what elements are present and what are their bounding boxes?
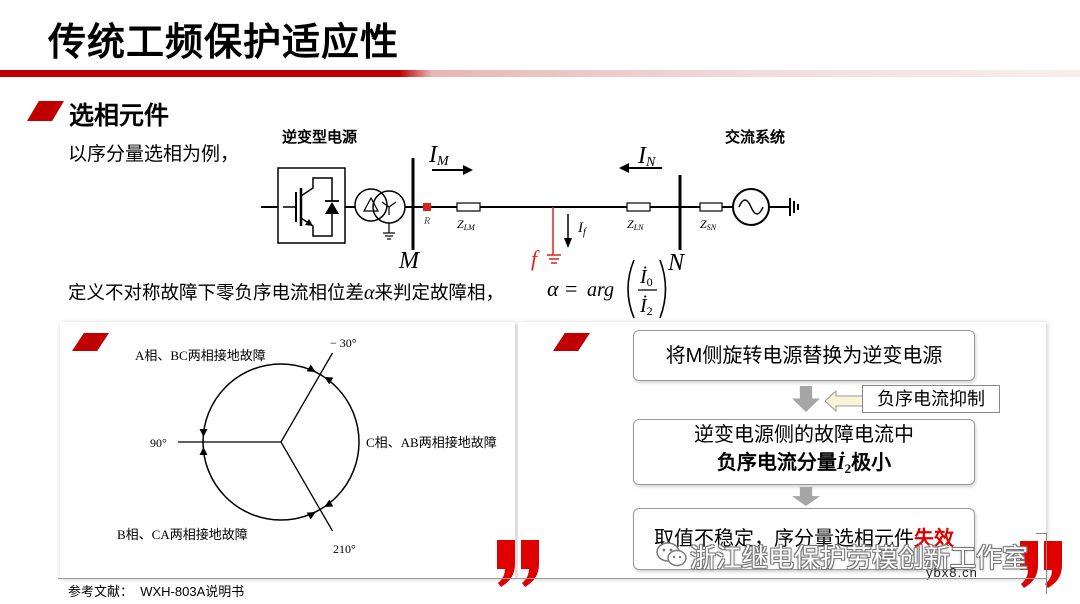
left-panel-marker-icon — [72, 333, 109, 351]
formula-alpha: α — [547, 276, 559, 301]
ac-system-label: 交流系统 — [725, 129, 786, 146]
current-in-arrowhead — [619, 163, 629, 173]
flow-step-2-symbol-sub: 2 — [844, 461, 852, 476]
boundary-line-upper-right — [280, 352, 334, 443]
slide-title: 传统工频保护适应性 — [48, 22, 400, 64]
watermark-site: ybx8.cn — [926, 565, 978, 580]
ac-source-icon — [732, 188, 770, 226]
boundary-arrow-upper-right-a — [306, 364, 316, 372]
impedance-zsn — [699, 202, 723, 212]
relay-label: R — [423, 216, 430, 227]
region-a-label: A相、BC两相接地故障 — [135, 348, 266, 363]
title-stripe — [0, 70, 1080, 77]
wechat-icon — [656, 542, 687, 567]
corner-mark — [1036, 533, 1047, 594]
quote-mark-icon — [497, 540, 539, 587]
fault-ground-icon — [547, 250, 561, 264]
formula-denominator: İ2 — [639, 294, 653, 318]
formula-equals: = — [565, 276, 577, 301]
flow-step-2-prefix: 负序电流分量 — [716, 452, 837, 474]
angle-top-label: − 30° — [330, 336, 357, 350]
impedance-zsn-label: ZSN — [700, 217, 717, 232]
region-c-label: C相、AB两相接地故障 — [366, 435, 497, 450]
flow-step-3: 取值不稳定，序分量选相元件失效 — [633, 508, 975, 570]
flow-step-3-prefix: 取值不稳定，序分量选相元件 — [654, 528, 914, 550]
flow-step-2-suffix: 极小 — [851, 452, 892, 474]
boundary-line-lower-right — [280, 441, 334, 532]
footer-divider — [58, 578, 1046, 579]
boundary-arrow-left-lower — [199, 447, 208, 455]
boundary-arrow-upper-right-b — [324, 377, 334, 385]
fault-label: f — [531, 246, 540, 271]
relay-point — [423, 203, 431, 211]
bus-m-label: M — [398, 248, 421, 274]
flow-step-1: 将M侧旋转电源替换为逆变电源 — [633, 330, 975, 381]
flow-step-2-line1: 逆变电源侧的故障电流中 — [694, 424, 914, 446]
definition-suffix: 来判定故障相， — [374, 282, 505, 303]
left-arrow-icon — [824, 390, 864, 412]
angle-left-label: 90° — [150, 436, 167, 450]
circuit-diagram: R ZLM IM f If ZLN IN ZSN M N — [261, 142, 799, 276]
inverter-icon — [277, 167, 346, 244]
formula-left-paren — [627, 259, 635, 319]
impedance-zlm — [456, 202, 481, 212]
inverter-source-label: 逆变型电源 — [282, 129, 358, 146]
flow-step-2-line2: 负序电流分量İ2极小 — [717, 449, 891, 483]
section-title: 选相元件 — [69, 102, 170, 130]
phase-formula: α = arg İ0 İ2 — [547, 259, 667, 319]
section-marker-icon — [27, 101, 64, 121]
right-panel-marker-icon — [553, 333, 590, 351]
definition-symbol: α — [364, 282, 375, 304]
current-if-arrowhead — [564, 238, 572, 248]
flow-step-2: 逆变电源侧的故障电流中 负序电流分量İ2极小 — [633, 419, 975, 485]
impedance-zln — [626, 202, 651, 212]
definition-prefix: 定义不对称故障下零负序电流相位差 — [68, 282, 365, 303]
impedance-zlm-label: ZLM — [457, 217, 476, 232]
boundary-arrow-left-upper — [199, 429, 208, 437]
quote-mark-icon — [1020, 541, 1062, 588]
current-im-arrowhead — [463, 165, 473, 175]
angle-bottom-label: 210° — [333, 542, 356, 556]
reference-text: 参考文献： WXH-803A说明书 — [68, 584, 245, 599]
current-im-label: IM — [428, 142, 450, 169]
formula-func: arg — [587, 279, 614, 301]
region-b-label: B相、CA两相接地故障 — [117, 527, 248, 542]
flow-step-3-text: 取值不稳定，序分量选相元件失效 — [654, 525, 954, 553]
current-if-label: If — [577, 220, 587, 238]
flow-step-1-text: 将M侧旋转电源替换为逆变电源 — [665, 344, 943, 367]
intro-text: 以序分量选相为例， — [68, 144, 240, 165]
phasor-diagram: A相、BC两相接地故障 C相、AB两相接地故障 B相、CA两相接地故障 − 30… — [117, 336, 497, 556]
formula-right-paren — [659, 259, 667, 319]
watermark-text: 浙江继电保护劳模创新工作室 — [690, 543, 1029, 573]
bus-n-label: N — [667, 250, 686, 276]
definition-text: 定义不对称故障下零负序电流相位差α来判定故障相， — [68, 279, 504, 305]
transformer-icon — [354, 188, 406, 240]
system-ground-icon — [789, 198, 799, 216]
side-note-box: 负序电流抑制 — [862, 385, 1000, 413]
current-in-label: IN — [637, 143, 656, 170]
impedance-zln-label: ZLN — [627, 217, 644, 232]
flow-step-2-symbol: İ — [836, 452, 845, 474]
phasor-panel: A相、BC两相接地故障 C相、AB两相接地故障 B相、CA两相接地故障 − 30… — [60, 322, 515, 578]
boundary-arrow-lower-right-b — [306, 512, 316, 520]
boundary-arrow-lower-right-a — [324, 499, 334, 507]
flow-step-3-emphasis: 失效 — [914, 528, 954, 550]
formula-numerator: İ0 — [639, 265, 653, 289]
